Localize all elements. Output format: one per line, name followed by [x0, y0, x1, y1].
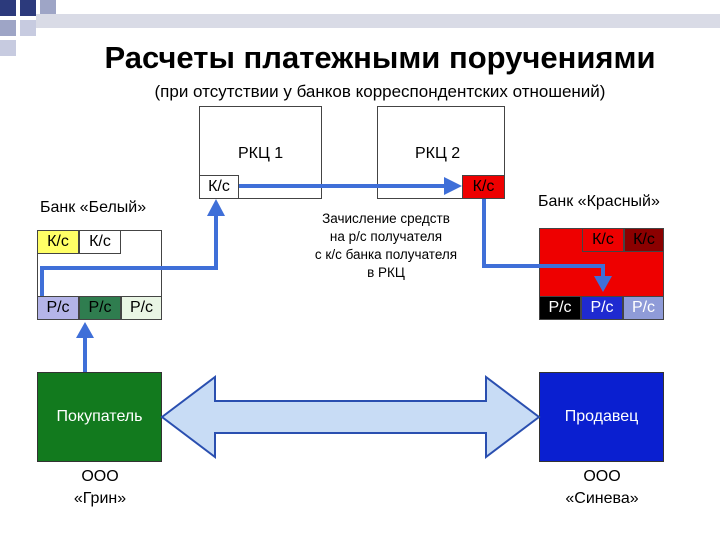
- buyer-company-name: «Грин»: [73, 490, 127, 507]
- arrow-rkc2-to-bank-red: [482, 199, 605, 276]
- bank-white-ks-2: К/с: [79, 230, 121, 254]
- seller-company-type: ООО: [583, 468, 621, 485]
- page-subtitle: (при отсутствии у банков корреспондентск…: [154, 82, 606, 101]
- note-line-4: в РКЦ: [367, 265, 405, 280]
- bank-white-rs-3: Р/с: [121, 296, 162, 320]
- rkc2-label: РКЦ 2: [415, 145, 461, 162]
- note-line-3: с к/с банка получателя: [314, 247, 458, 262]
- bank-white-rs-1: Р/с: [37, 296, 79, 320]
- note-line-2: на р/с получателя: [329, 229, 443, 244]
- buyer-company: ООО «Грин»: [20, 466, 180, 510]
- rkc1-box: [199, 106, 322, 199]
- bank-red-name: Банк «Красный»: [538, 193, 660, 210]
- seller-company-name: «Синева»: [565, 490, 639, 507]
- rkc1-ks-cell: К/с: [199, 175, 239, 199]
- transfer-note: Зачисление средств на р/с получателя с к…: [288, 210, 484, 282]
- rkc2-box: [377, 106, 505, 199]
- buyer-box: Покупатель: [37, 372, 162, 462]
- deal-double-arrow: [160, 374, 541, 460]
- bank-red-rs-2: Р/с: [581, 296, 623, 320]
- bank-red-rs-3: Р/с: [623, 296, 664, 320]
- bank-red-rs-1: Р/с: [539, 296, 581, 320]
- bank-white-rs-2: Р/с: [79, 296, 121, 320]
- page-title: Расчеты платежными поручениями: [104, 40, 656, 75]
- rkc2-ks-cell: К/с: [462, 175, 505, 199]
- buyer-company-type: ООО: [81, 468, 119, 485]
- bank-red-ks-2: К/с: [624, 228, 664, 252]
- rkc1-label: РКЦ 1: [238, 145, 284, 162]
- bank-red-ks-1: К/с: [582, 228, 624, 252]
- bank-white-ks-1: К/с: [37, 230, 79, 254]
- seller-company: ООО «Синева»: [522, 466, 682, 510]
- note-line-1: Зачисление средств: [322, 211, 450, 226]
- arrow-bank-white-to-rkc1: [40, 214, 218, 296]
- bank-white-name: Банк «Белый»: [40, 199, 147, 216]
